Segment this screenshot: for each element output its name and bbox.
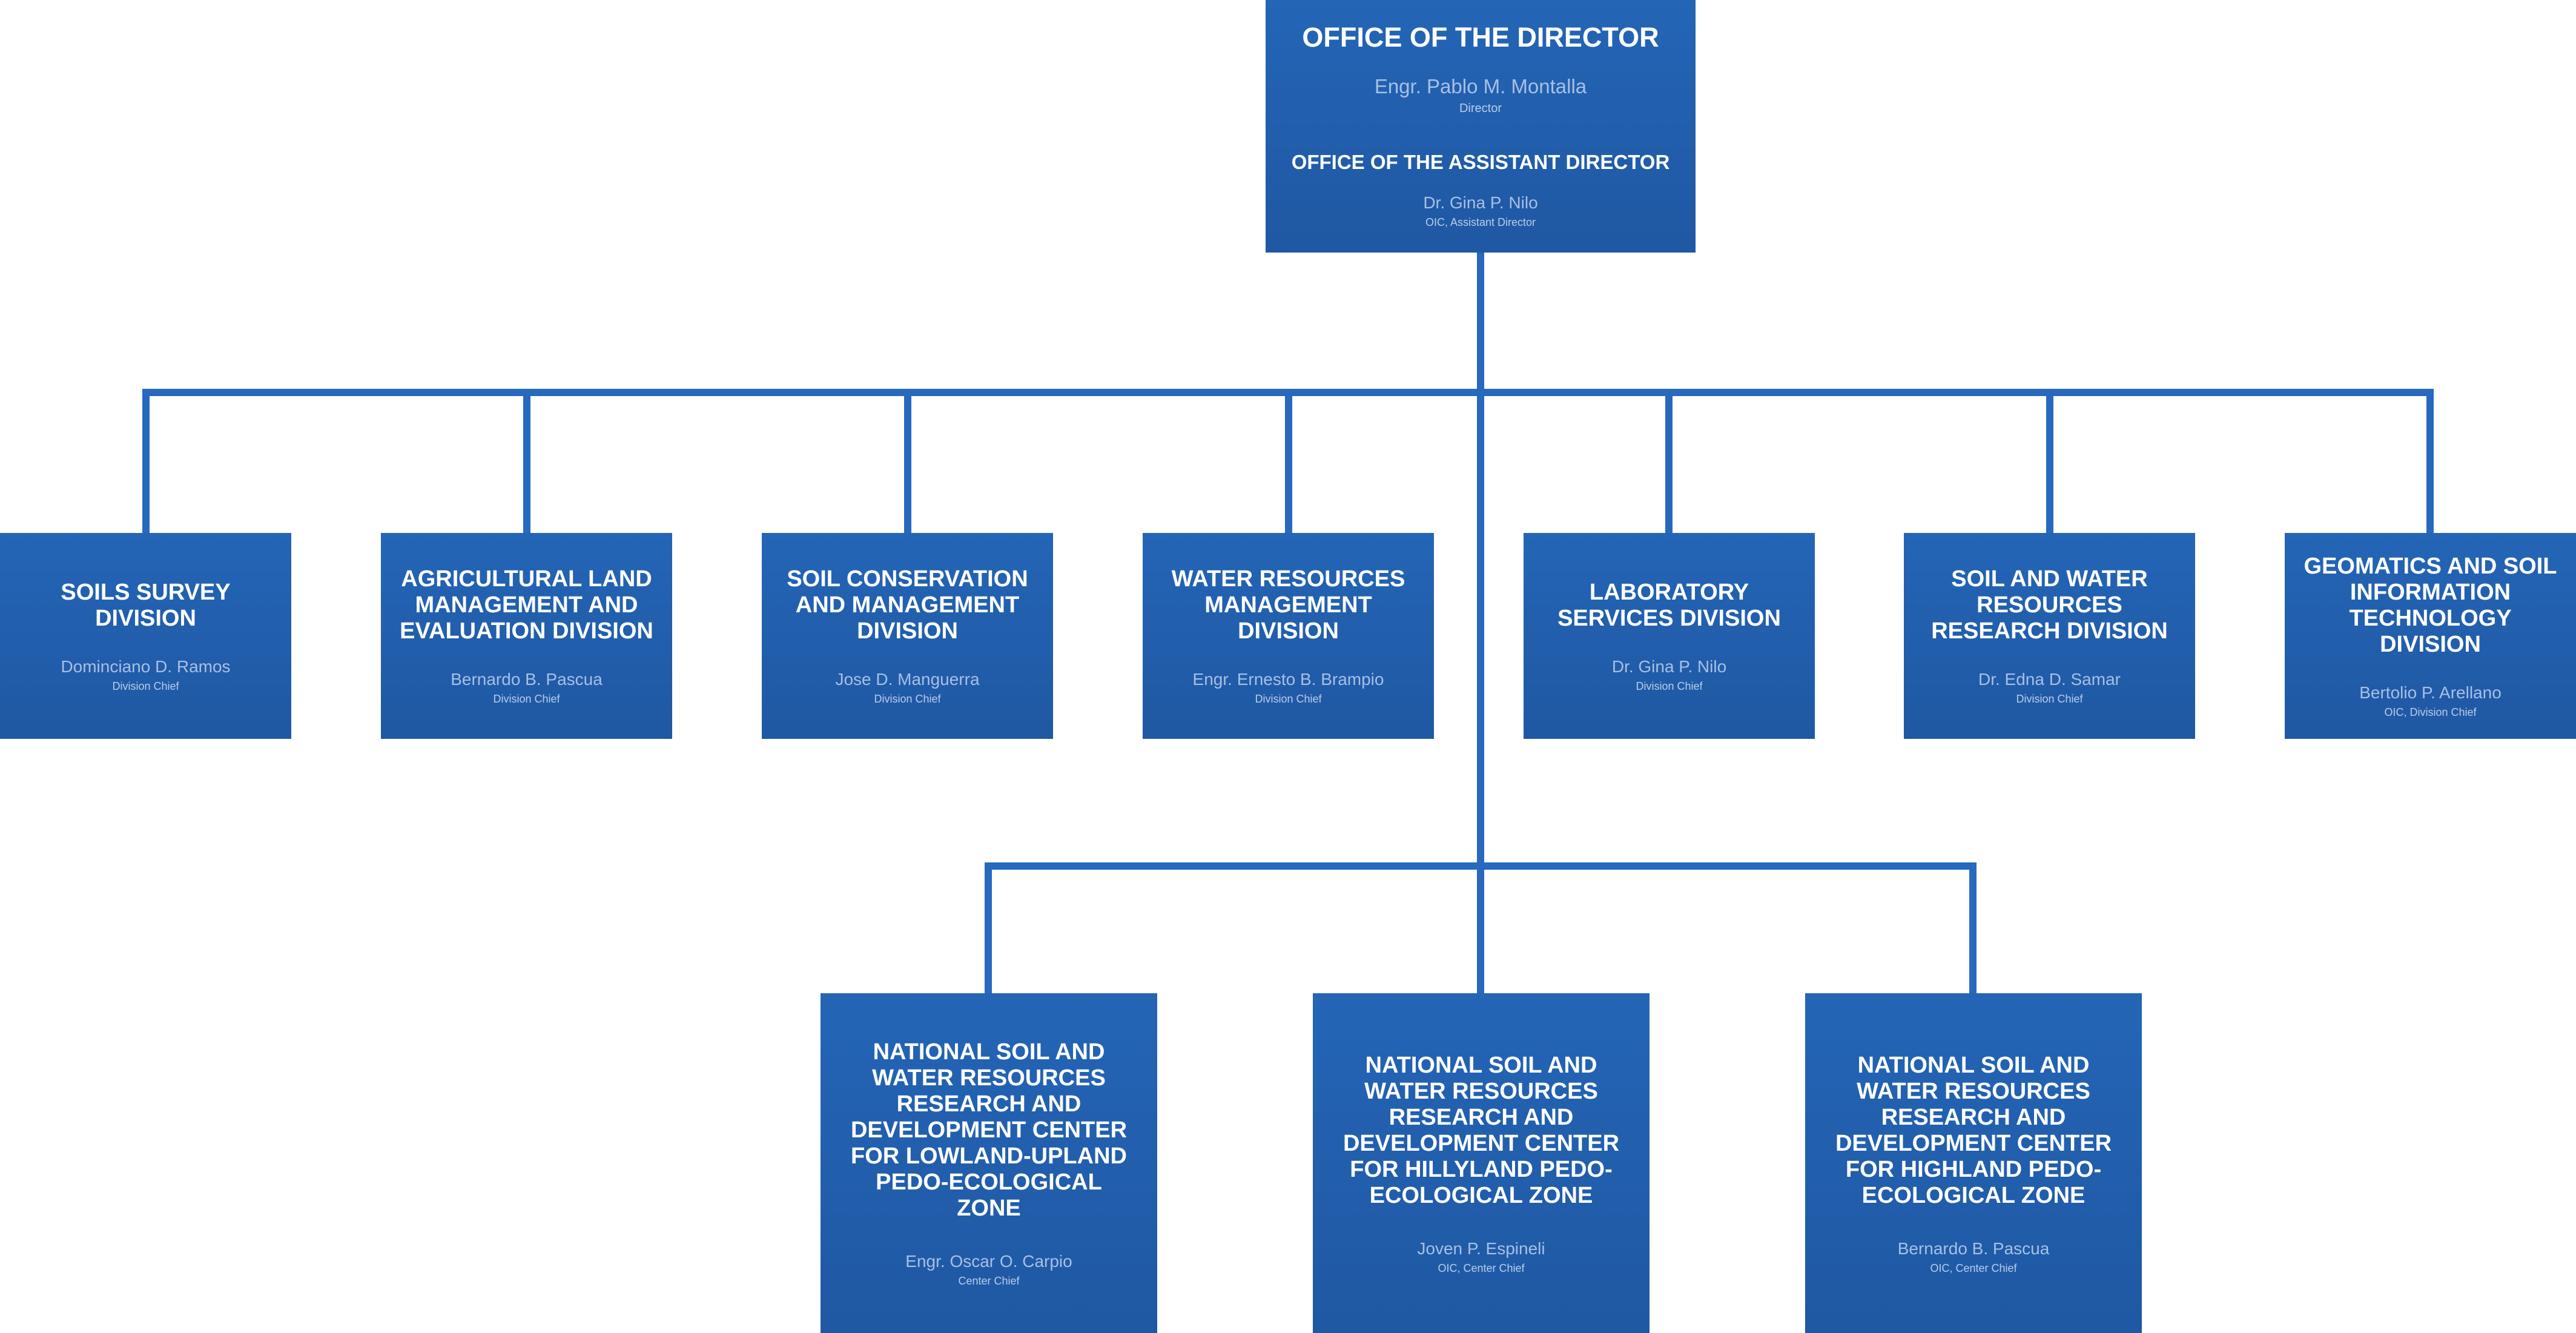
assistant-director-office-title: OFFICE OF THE ASSISTANT DIRECTOR bbox=[1291, 151, 1670, 173]
center-title: NATIONAL SOIL AND WATER RESOURCES RESEAR… bbox=[1835, 1052, 2112, 1208]
division-chief-name: Dr. Gina P. Nilo bbox=[1611, 657, 1727, 676]
division-chief-role: Division Chief bbox=[1255, 693, 1322, 705]
division-box-soil-conservation: SOIL CONSERVATION AND MANAGEMENT DIVISIO… bbox=[762, 533, 1053, 739]
director-role: Director bbox=[1459, 102, 1502, 115]
division-box-laboratory-services: LABORATORY SERVICES DIVISION Dr. Gina P.… bbox=[1524, 533, 1815, 739]
center-box-highland: NATIONAL SOIL AND WATER RESOURCES RESEAR… bbox=[1805, 993, 2142, 1333]
division-title: SOILS SURVEY DIVISION bbox=[61, 579, 231, 631]
center-box-hillyland: NATIONAL SOIL AND WATER RESOURCES RESEAR… bbox=[1313, 993, 1650, 1333]
division-box-water-resources: WATER RESOURCES MANAGEMENT DIVISION Engr… bbox=[1143, 533, 1434, 739]
center-title: NATIONAL SOIL AND WATER RESOURCES RESEAR… bbox=[850, 1039, 1128, 1221]
division-chief-role: Division Chief bbox=[2016, 693, 2083, 705]
division-title: WATER RESOURCES MANAGEMENT DIVISION bbox=[1171, 566, 1405, 644]
director-name: Engr. Pablo M. Montalla bbox=[1374, 75, 1587, 98]
division-title: GEOMATICS AND SOIL INFORMATION TECHNOLOG… bbox=[2304, 553, 2557, 657]
division-chief-role: Division Chief bbox=[493, 693, 560, 705]
division-chief-name: Jose D. Manguerra bbox=[835, 670, 980, 689]
division-chief-role: Division Chief bbox=[874, 693, 941, 705]
center-chief-role: Center Chief bbox=[958, 1275, 1020, 1287]
division-chief-role: Division Chief bbox=[112, 680, 179, 692]
center-chief-name: Bernardo B. Pascua bbox=[1897, 1239, 2050, 1258]
division-chief-role: Division Chief bbox=[1636, 680, 1703, 692]
division-title: SOIL AND WATER RESOURCES RESEARCH DIVISI… bbox=[1931, 566, 2168, 644]
division-chief-name: Dr. Edna D. Samar bbox=[1978, 670, 2121, 689]
division-chief-name: Engr. Ernesto B. Brampio bbox=[1192, 670, 1384, 689]
center-title: NATIONAL SOIL AND WATER RESOURCES RESEAR… bbox=[1342, 1052, 1620, 1208]
division-box-soil-water-research: SOIL AND WATER RESOURCES RESEARCH DIVISI… bbox=[1904, 533, 2195, 739]
center-chief-role: OIC, Center Chief bbox=[1930, 1262, 2017, 1274]
office-of-the-director-box: OFFICE OF THE DIRECTOR Engr. Pablo M. Mo… bbox=[1266, 0, 1696, 253]
division-title: LABORATORY SERVICES DIVISION bbox=[1557, 579, 1781, 631]
division-box-soils-survey: SOILS SURVEY DIVISION Dominciano D. Ramo… bbox=[0, 533, 291, 739]
division-title: SOIL CONSERVATION AND MANAGEMENT DIVISIO… bbox=[787, 566, 1028, 644]
division-chief-name: Bernardo B. Pascua bbox=[451, 670, 603, 689]
division-chief-name: Bertolio P. Arellano bbox=[2359, 683, 2502, 702]
center-box-lowland-upland: NATIONAL SOIL AND WATER RESOURCES RESEAR… bbox=[821, 993, 1157, 1333]
division-title: AGRICULTURAL LAND MANAGEMENT AND EVALUAT… bbox=[400, 566, 653, 644]
division-box-agricultural-land: AGRICULTURAL LAND MANAGEMENT AND EVALUAT… bbox=[381, 533, 672, 739]
center-chief-name: Joven P. Espineli bbox=[1417, 1239, 1545, 1258]
assistant-director-name: Dr. Gina P. Nilo bbox=[1423, 193, 1538, 212]
division-chief-name: Dominciano D. Ramos bbox=[61, 657, 231, 676]
center-chief-name: Engr. Oscar O. Carpio bbox=[905, 1252, 1072, 1271]
division-box-geomatics: GEOMATICS AND SOIL INFORMATION TECHNOLOG… bbox=[2285, 533, 2576, 739]
division-chief-role: OIC, Division Chief bbox=[2384, 706, 2477, 718]
assistant-director-role: OIC, Assistant Director bbox=[1425, 216, 1536, 228]
center-chief-role: OIC, Center Chief bbox=[1438, 1262, 1525, 1274]
director-office-title: OFFICE OF THE DIRECTOR bbox=[1302, 22, 1659, 53]
